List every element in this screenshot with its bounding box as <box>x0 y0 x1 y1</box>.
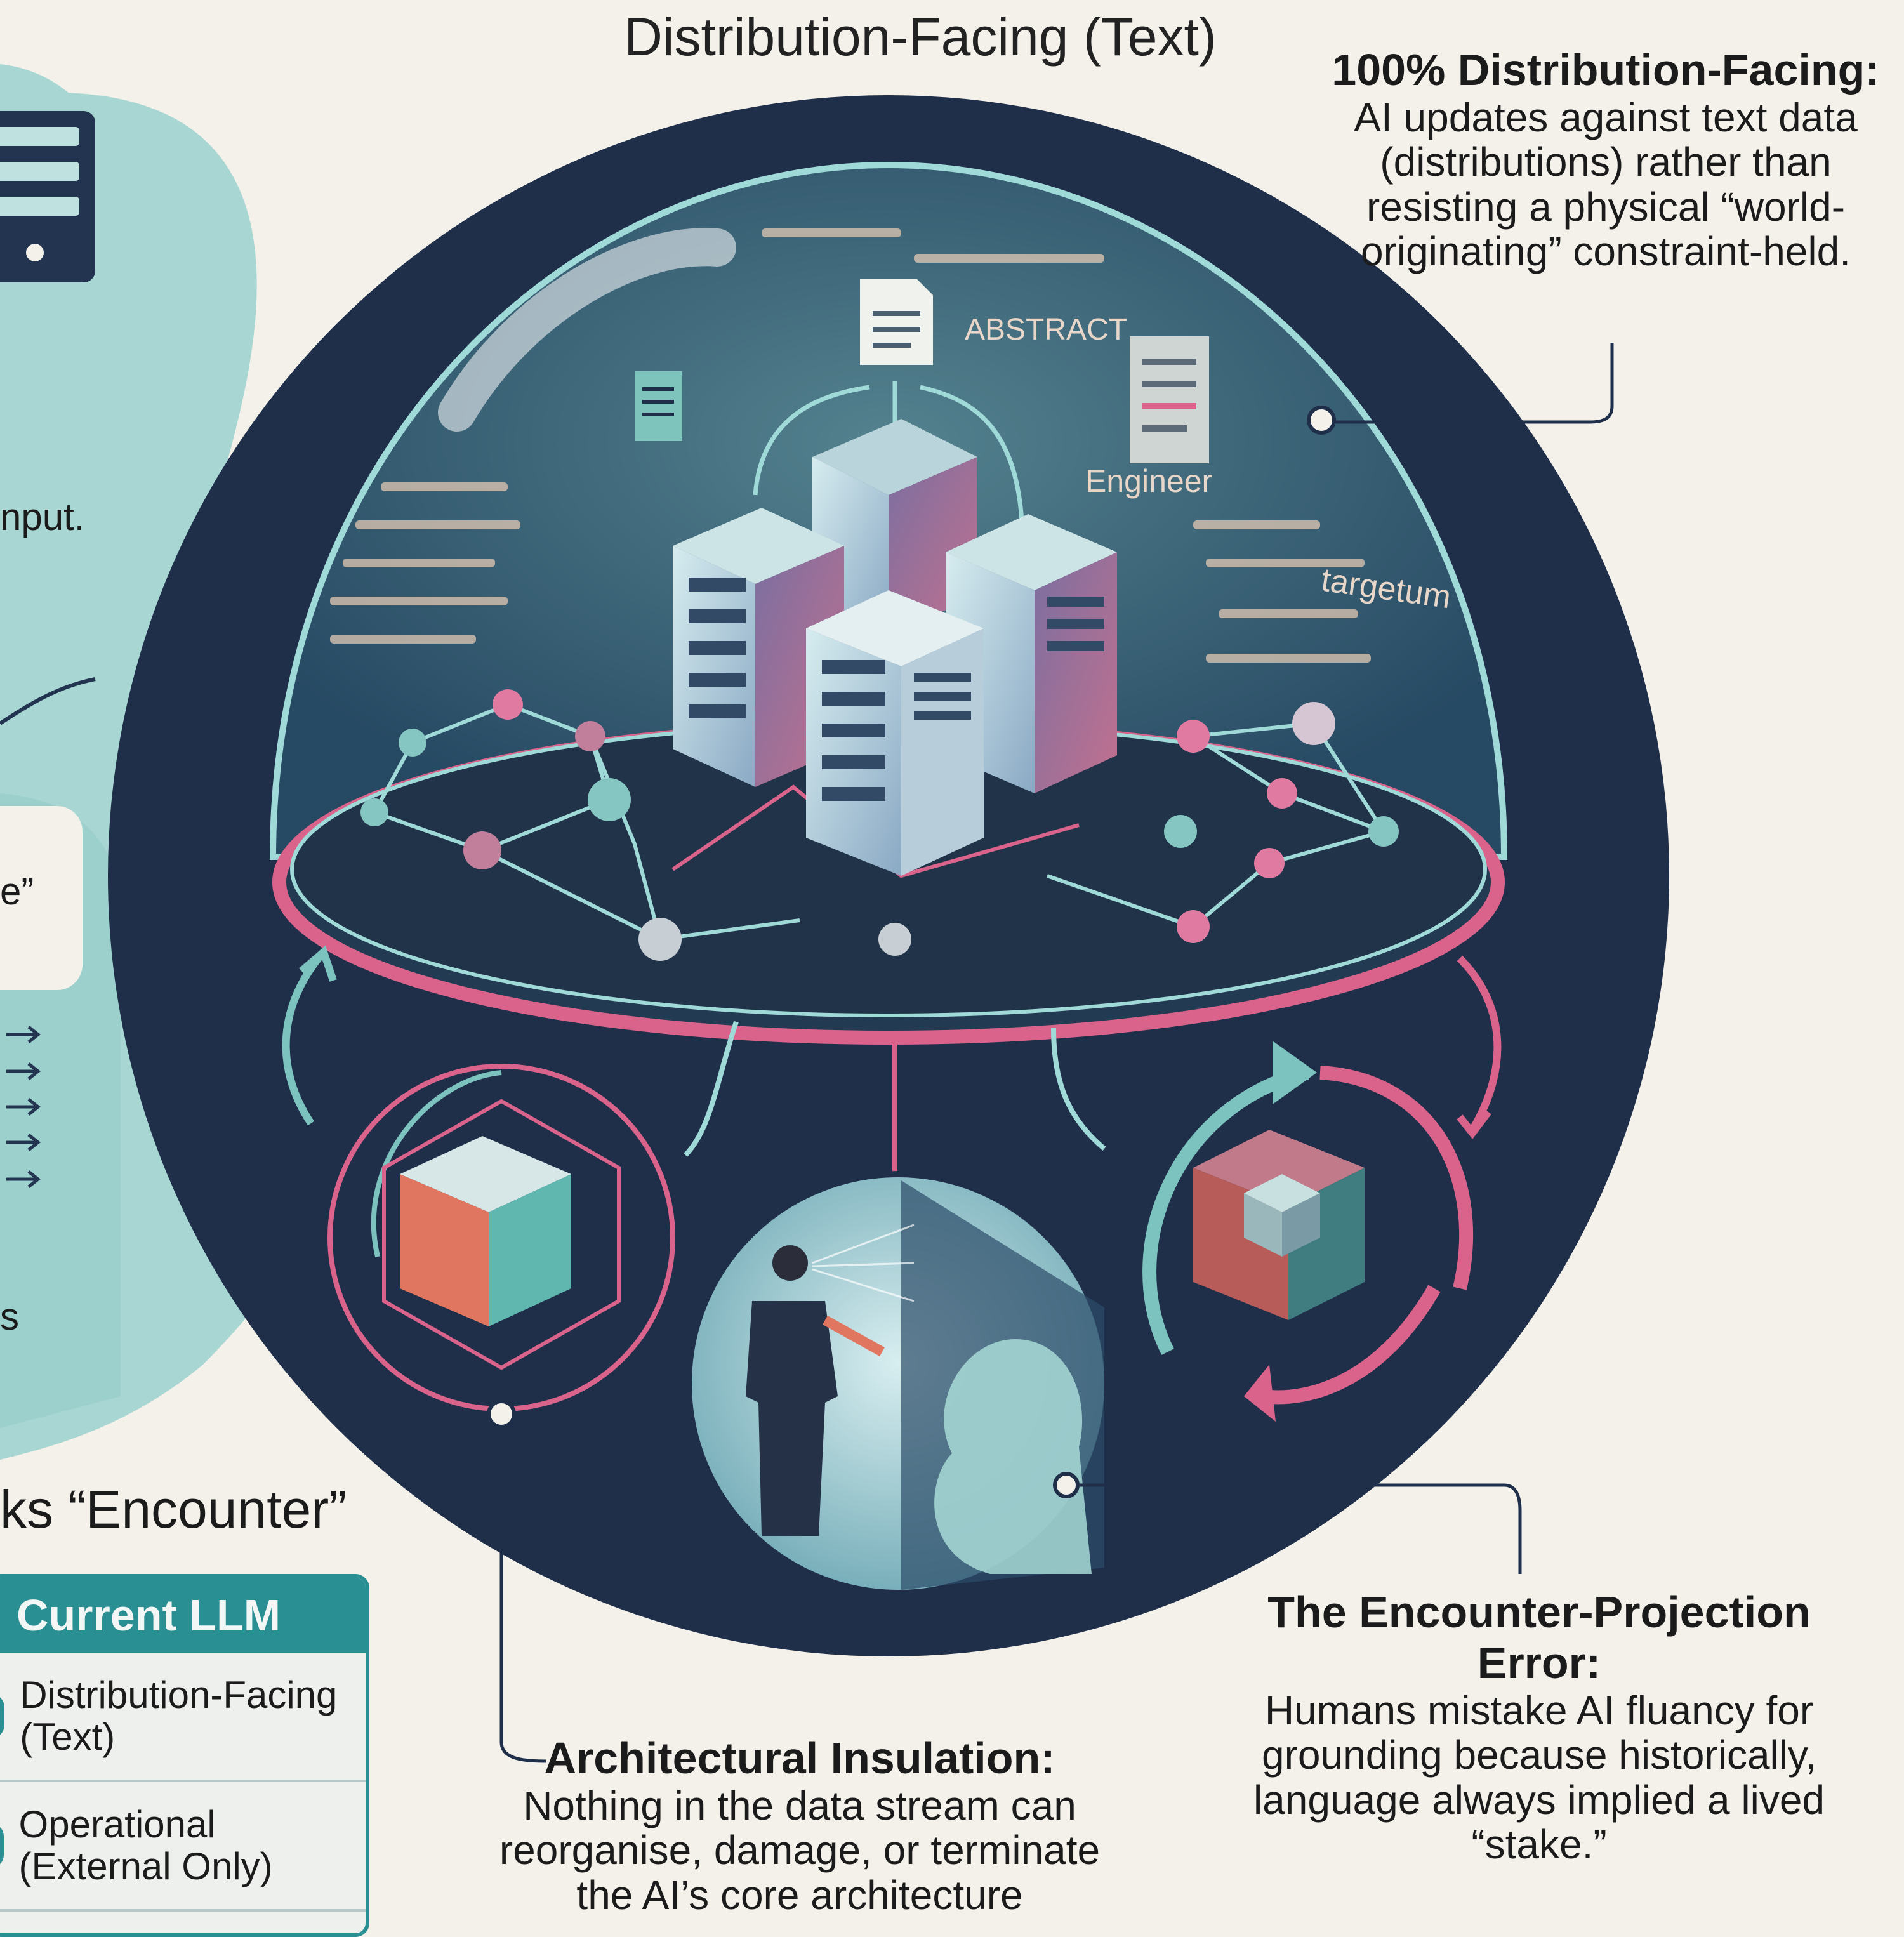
cube-icon <box>400 1136 571 1326</box>
document-icon <box>1130 336 1209 463</box>
left-fragment-s: s <box>0 1295 19 1338</box>
insulation-callout: Architectural Insulation: Nothing in the… <box>482 1733 1117 1917</box>
server-tower-front <box>806 590 984 876</box>
table-cell: Operational (External Only) <box>18 1803 273 1887</box>
encounter-circle <box>685 1171 1522 1596</box>
ai-head-icon <box>934 1339 1092 1574</box>
distribution-callout: 100% Distribution-Facing: AI updates aga… <box>1320 44 1891 274</box>
left-fragment-quote: e” <box>0 870 34 913</box>
row-marker-icon <box>0 1823 4 1868</box>
diagram-title: Distribution-Facing (Text) <box>624 7 1217 67</box>
left-curve <box>0 677 96 725</box>
document-icon <box>860 279 933 365</box>
distribution-callout-heading: 100% Distribution-Facing: <box>1332 45 1880 95</box>
encounter-error-callout: The Encounter-Projection Error: Humans m… <box>1206 1587 1872 1867</box>
recursive-cube-circle <box>1142 1041 1474 1422</box>
dome-label-abstract: ABSTRACT <box>965 313 1127 347</box>
dome-text-scraps <box>330 228 1371 663</box>
insulated-core-circle <box>327 1064 675 1763</box>
network-node <box>360 689 1399 961</box>
document-icon <box>635 371 682 441</box>
insulation-body: Nothing in the data stream can reorganis… <box>499 1783 1101 1918</box>
insulation-heading: Architectural Insulation: <box>544 1733 1055 1783</box>
dome-label-engineer: Engineer <box>1085 463 1212 499</box>
table-cell: Distribution-Facing (Text) <box>20 1674 338 1758</box>
comparison-table: Current LLM Distribution-Facing (Text) O… <box>0 1574 369 1937</box>
cycle-arrows-icon <box>282 945 1502 1139</box>
table-row: Operational (External Only) <box>0 1782 366 1912</box>
table-row: Distribution-Facing (Text) <box>0 1653 366 1782</box>
encounter-section-title: ks “Encounter” <box>0 1479 347 1539</box>
distribution-callout-body: AI updates against text data (distributi… <box>1354 95 1858 275</box>
table-header: Current LLM <box>0 1578 366 1653</box>
top-callout-leader <box>1307 343 1614 435</box>
left-rounded-card <box>0 806 83 990</box>
encounter-error-heading: The Encounter-Projection Error: <box>1267 1587 1811 1688</box>
cube-icon <box>1193 1130 1365 1320</box>
row-marker-icon <box>0 1694 5 1738</box>
server-icon <box>0 111 95 282</box>
left-arrow-list <box>6 1026 41 1188</box>
left-fragment-input: nput. <box>0 496 85 538</box>
encounter-error-body: Humans mistake AI fluancy for grounding … <box>1253 1688 1825 1868</box>
human-icon <box>746 1245 885 1536</box>
